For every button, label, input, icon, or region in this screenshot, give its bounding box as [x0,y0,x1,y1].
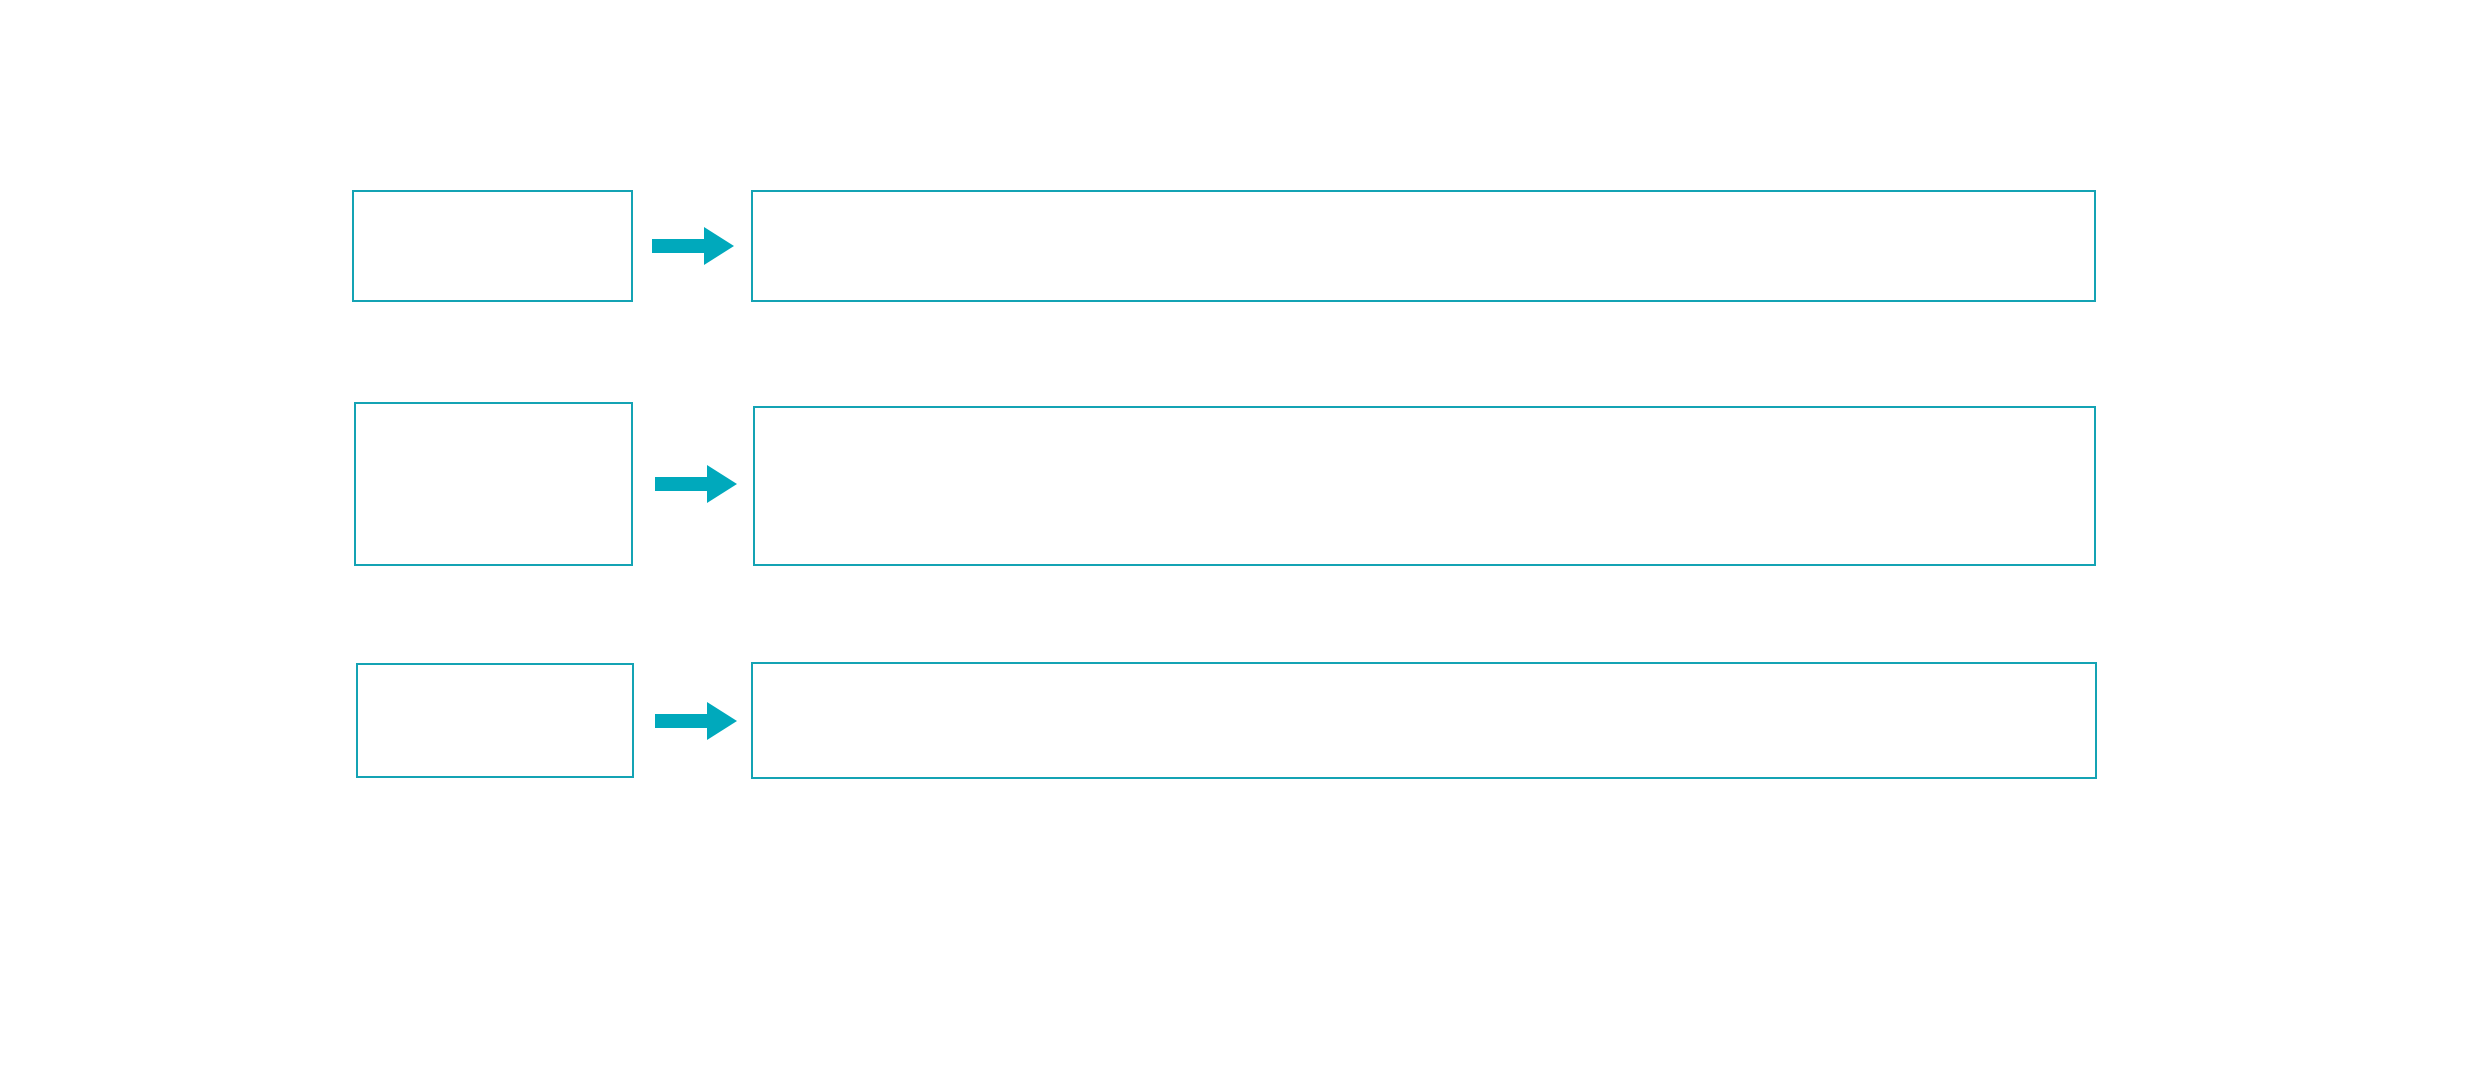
arrow-right-icon [652,227,734,265]
row2-left-box[interactable] [354,402,633,566]
row1-right-box[interactable] [751,190,2096,302]
row3-left-box[interactable] [356,663,634,778]
arrow-right-icon [655,702,737,740]
row1-left-box[interactable] [352,190,633,302]
row2-right-box[interactable] [753,406,2096,566]
arrow-right-icon [655,465,737,503]
row3-right-box[interactable] [751,662,2097,779]
